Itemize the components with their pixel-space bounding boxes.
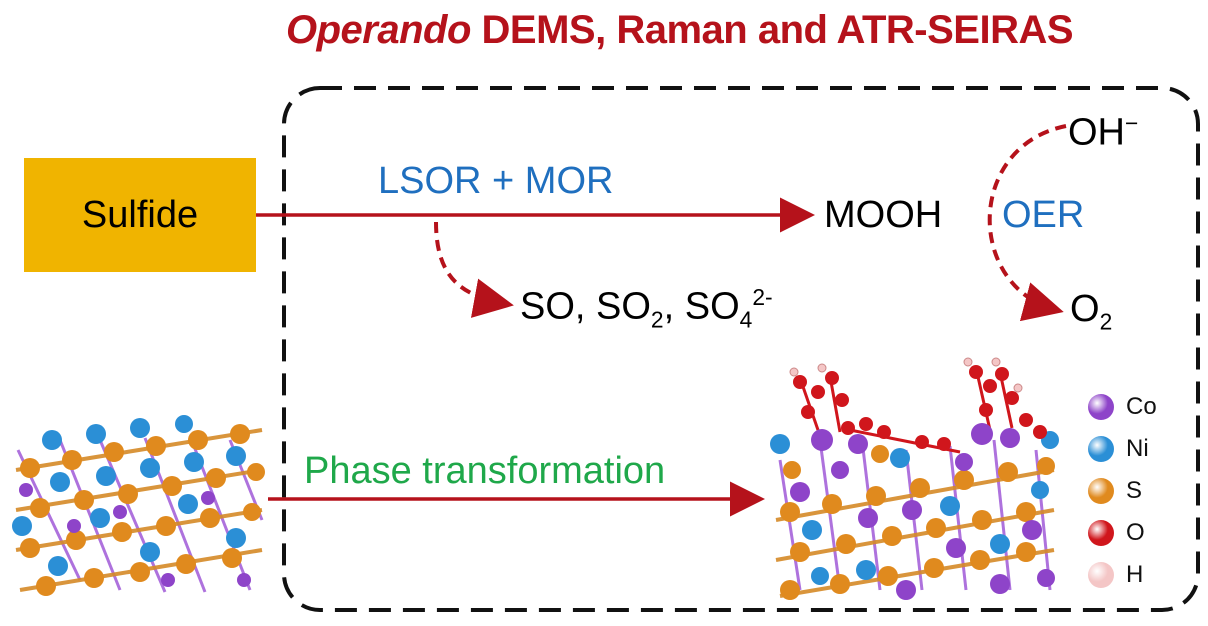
diagram-title: Operando DEMS, Raman and ATR-SEIRAS: [286, 8, 1074, 53]
hydroxide-label: OH−: [1068, 110, 1138, 155]
products-sub-b: 4: [739, 306, 753, 333]
products-part-b: , SO: [663, 285, 740, 328]
products-sup-b: 2-: [752, 284, 773, 310]
legend-label: H: [1126, 561, 1144, 588]
sulfur-oxide-products-label: SO, SO2, SO42-: [520, 284, 773, 333]
hydroxide-charge: −: [1125, 110, 1139, 136]
oxygen-label: O2: [1070, 288, 1112, 336]
arrow-oer: [987, 124, 1067, 322]
legend-item-h: H: [1088, 554, 1157, 596]
title-italic: Operando: [286, 8, 471, 52]
legend-label: Ni: [1126, 435, 1149, 462]
legend-label: S: [1126, 477, 1143, 504]
phase-transformation-label: Phase transformation: [304, 450, 666, 492]
products-sub-a: 2: [650, 306, 664, 333]
oer-label: OER: [1002, 194, 1085, 236]
title-rest: DEMS, Raman and ATR-SEIRAS: [481, 8, 1074, 52]
legend-swatch: [1088, 478, 1114, 504]
legend-swatch: [1088, 436, 1114, 462]
oxygen-base: O: [1070, 288, 1100, 330]
oxyhydroxide-crystal-structure: [770, 357, 1059, 600]
products-part-a: SO, SO: [520, 285, 651, 328]
arrow-to-products: [434, 221, 514, 318]
sulfide-label: Sulfide: [81, 193, 199, 236]
legend-item-o: O: [1088, 512, 1157, 554]
legend-swatch: [1088, 394, 1114, 420]
legend-item-ni: Ni: [1088, 428, 1157, 470]
lsor-mor-label: LSOR + MOR: [378, 160, 614, 202]
mooh-label: MOOH: [824, 194, 943, 236]
legend-swatch: [1088, 562, 1114, 588]
legend-label: O: [1126, 519, 1145, 546]
legend-swatch: [1088, 520, 1114, 546]
dashed-frame: [282, 86, 1200, 612]
hydroxide-base: OH: [1068, 111, 1125, 154]
oxygen-subscript: 2: [1099, 308, 1113, 335]
sulfide-crystal-structure: [12, 415, 268, 596]
legend-item-s: S: [1088, 470, 1157, 512]
legend-label: Co: [1126, 393, 1157, 420]
legend-item-co: Co: [1088, 386, 1157, 428]
sulfide-box: Sulfide: [24, 158, 256, 272]
